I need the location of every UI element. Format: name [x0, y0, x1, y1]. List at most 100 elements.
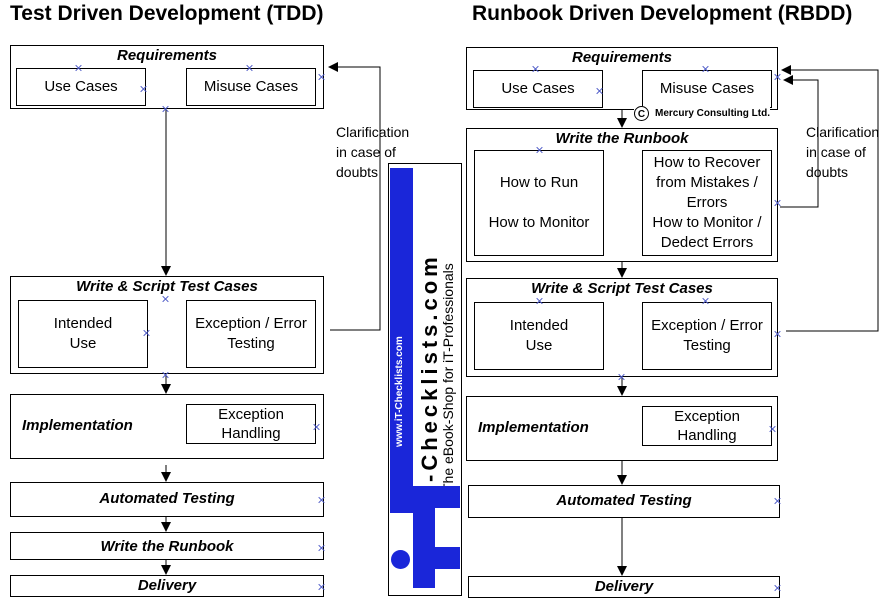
- rbdd-delivery-label: Delivery: [594, 578, 654, 595]
- rbdd-clarification-line: doubts: [806, 164, 849, 180]
- connection-mark: [597, 88, 603, 94]
- rbdd-recover-line: Dedect Errors: [660, 234, 754, 251]
- rbdd-automated-testing-box: Automated Testing: [468, 485, 780, 518]
- tdd-delivery-box: Delivery: [10, 575, 324, 597]
- rbdd-how-to-run: How to Run: [499, 174, 579, 191]
- connection-mark: [775, 585, 781, 591]
- rbdd-clarification-line: Clarification: [806, 124, 880, 140]
- connection-mark: [141, 86, 147, 92]
- rbdd-use-cases-label: Use Cases: [501, 80, 575, 97]
- tdd-write-script-title: Write & Script Test Cases: [76, 278, 258, 295]
- connection-mark: [163, 372, 169, 378]
- tdd-use-cases-box: Use Cases: [16, 68, 146, 106]
- rbdd-misuse-cases-box: Misuse Cases: [642, 70, 772, 108]
- rbdd-clarification-line: in case of: [806, 144, 866, 160]
- tdd-write-runbook-label: Write the Runbook: [100, 538, 234, 555]
- rbdd-intended-line: Use: [525, 337, 553, 354]
- spacer: [489, 193, 590, 213]
- tdd-handling-line: Handling: [221, 425, 281, 442]
- checklists-banner: www.iT-Checklists.com -Checklists.com Th…: [388, 163, 462, 596]
- rbdd-recover-line: from Mistakes /: [656, 174, 758, 191]
- connection-mark: [314, 424, 320, 430]
- tdd-title: Test Driven Development (TDD): [10, 2, 324, 25]
- tdd-intended-line: Use: [69, 335, 97, 352]
- connection-mark: [76, 65, 82, 71]
- tdd-requirements-title: Requirements: [116, 47, 218, 64]
- rbdd-requirements-title: Requirements: [571, 49, 673, 66]
- connection-mark: [775, 331, 781, 337]
- rbdd-use-cases-box: Use Cases: [473, 70, 603, 108]
- connection-mark: [703, 298, 709, 304]
- tdd-clarification-line: doubts: [336, 164, 379, 180]
- rbdd-recover-line: How to Recover: [653, 154, 761, 171]
- connection-mark: [319, 545, 325, 551]
- logo-dot-icon: [391, 550, 410, 569]
- tdd-automated-testing-box: Automated Testing: [10, 482, 324, 517]
- rbdd-clarification-note: Clarification in case of doubts: [806, 122, 879, 182]
- connection-mark: [775, 498, 781, 504]
- rbdd-exception-line: Exception / Error: [651, 317, 763, 334]
- tdd-exception-line: Exception / Error: [195, 315, 307, 332]
- rbdd-requirements-box: Requirements Use Cases Misuse Cases: [466, 47, 778, 110]
- rbdd-handling-line: Exception: [674, 408, 740, 425]
- tdd-misuse-cases-label: Misuse Cases: [203, 78, 299, 95]
- rbdd-write-runbook-title: Write the Runbook: [555, 130, 689, 147]
- connection-mark: [770, 426, 776, 432]
- connection-mark: [319, 584, 325, 590]
- rbdd-recover-box: How to Recover from Mistakes / Errors Ho…: [642, 150, 772, 256]
- connection-mark: [144, 330, 150, 336]
- rbdd-misuse-cases-label: Misuse Cases: [659, 80, 755, 97]
- connection-mark: [247, 65, 253, 71]
- feedback-arrow-right-1: [780, 75, 819, 208]
- tdd-intended-line: Intended: [53, 315, 113, 332]
- connection-mark: [319, 497, 325, 503]
- tdd-exception-line: Testing: [227, 335, 275, 352]
- copyright-icon: C: [634, 106, 649, 121]
- feedback-arrow-right-2: [781, 65, 879, 332]
- connection-mark: [619, 374, 625, 380]
- rbdd-recover-line: How to Monitor /: [652, 214, 762, 231]
- tdd-automated-testing-label: Automated Testing: [99, 490, 235, 507]
- banner-tagline: The eBook-Shop for iT-Professionals: [440, 263, 456, 492]
- rbdd-run-monitor-box: How to Run How to Monitor: [474, 150, 604, 256]
- copyright-company: Mercury Consulting Ltd.: [655, 108, 770, 119]
- connection-mark: [537, 147, 543, 153]
- connection-mark: [775, 200, 781, 206]
- tdd-clarification-note: Clarification in case of doubts: [336, 122, 409, 182]
- tdd-handling-line: Exception: [218, 406, 284, 423]
- rbdd-handling-line: Handling: [677, 427, 737, 444]
- banner-url: www.iT-Checklists.com: [394, 336, 405, 447]
- rbdd-delivery-box: Delivery: [468, 576, 780, 598]
- tdd-implementation-title: Implementation: [22, 417, 133, 434]
- tdd-use-cases-label: Use Cases: [44, 78, 118, 95]
- logo-i-bar: [413, 547, 460, 569]
- connection-mark: [775, 74, 781, 80]
- connection-mark: [537, 298, 543, 304]
- rbdd-how-to-monitor: How to Monitor: [488, 214, 590, 231]
- connection-mark: [533, 66, 539, 72]
- connection-mark: [163, 106, 169, 112]
- rbdd-write-script-title: Write & Script Test Cases: [531, 280, 713, 297]
- rbdd-automated-testing-label: Automated Testing: [556, 492, 692, 509]
- tdd-requirements-box: Requirements Use Cases Misuse Cases: [10, 45, 324, 109]
- rbdd-recover-line: Errors: [686, 194, 728, 211]
- connection-mark: [319, 74, 325, 80]
- connection-mark: [163, 296, 169, 302]
- rbdd-exception-line: Testing: [683, 337, 731, 354]
- rbdd-intended-line: Intended: [509, 317, 569, 334]
- tdd-clarification-line: Clarification: [336, 124, 410, 140]
- tdd-misuse-cases-box: Misuse Cases: [186, 68, 316, 106]
- tdd-delivery-label: Delivery: [137, 577, 197, 594]
- connection-mark: [703, 66, 709, 72]
- feedback-arrow-left: [328, 62, 381, 331]
